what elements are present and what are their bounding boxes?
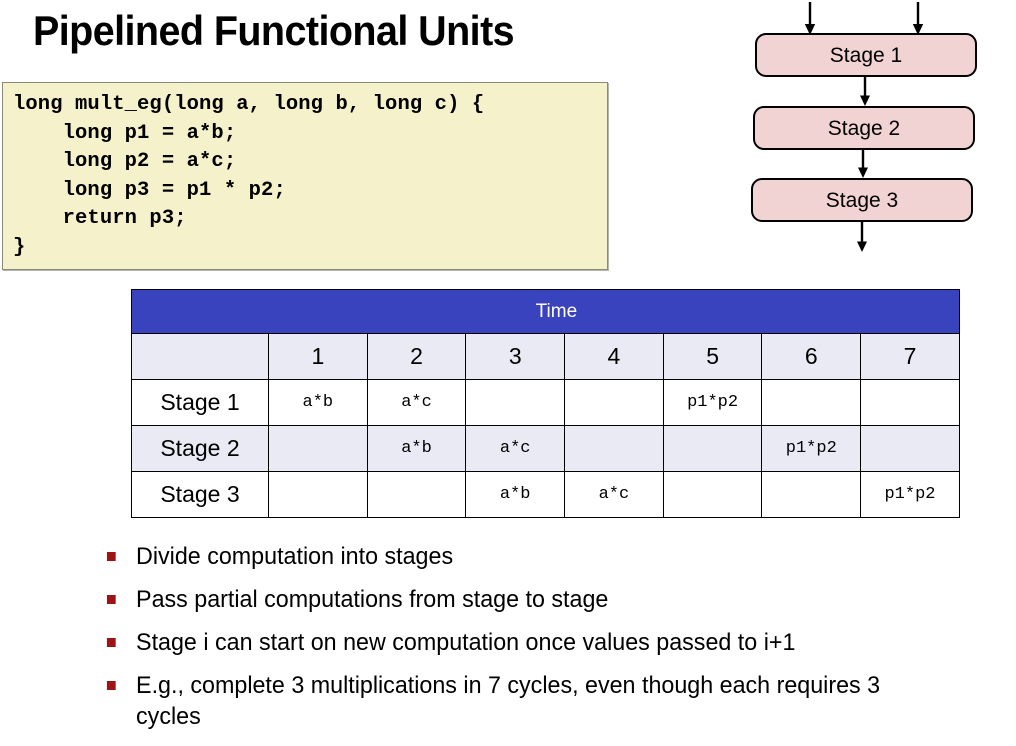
table-cell-r2c3: a*c bbox=[465, 425, 566, 472]
list-item-text: Pass partial computations from stage to … bbox=[136, 586, 609, 613]
table-col-header-3: 3 bbox=[465, 333, 566, 380]
table-column-number-row: 1 2 3 4 5 6 7 bbox=[131, 333, 960, 380]
table-header-row: Time bbox=[131, 289, 960, 334]
table-cell-r1c7 bbox=[860, 379, 960, 426]
list-item-text: Stage i can start on new computation onc… bbox=[136, 629, 796, 656]
table-row-label-stage-2: Stage 2 bbox=[131, 425, 269, 472]
table-cell-r1c5: p1*p2 bbox=[662, 379, 763, 426]
table-cell-r1c2: a*c bbox=[366, 379, 467, 426]
table-col-header-2: 2 bbox=[366, 333, 467, 380]
table-cell-r2c2: a*b bbox=[366, 425, 467, 472]
table-cell-r2c4 bbox=[564, 425, 664, 472]
table-cell-r3c7: p1*p2 bbox=[860, 471, 960, 518]
list-item: Stage i can start on new computation onc… bbox=[105, 627, 920, 658]
bullet-square-icon bbox=[106, 595, 116, 604]
table-row-label-stage-3: Stage 3 bbox=[131, 471, 269, 518]
table-corner-cell bbox=[131, 333, 269, 380]
table-row: Stage 1 a*b a*c p1*p2 bbox=[131, 379, 960, 426]
output-arrow-icon bbox=[857, 221, 867, 252]
arrow-stage1-to-stage2-icon bbox=[860, 77, 870, 106]
list-item: E.g., complete 3 multiplications in 7 cy… bbox=[105, 670, 920, 732]
list-item-text: E.g., complete 3 multiplications in 7 cy… bbox=[136, 672, 881, 730]
table-cell-r1c1: a*b bbox=[268, 379, 368, 426]
table-cell-r3c5 bbox=[662, 471, 763, 518]
table-header-time-label: Time bbox=[131, 289, 960, 334]
table-cell-r3c1 bbox=[268, 471, 368, 518]
bullet-square-icon bbox=[106, 681, 116, 690]
table-row-label-stage-1: Stage 1 bbox=[131, 379, 269, 426]
stage-box-2-label: Stage 2 bbox=[827, 116, 901, 140]
pipeline-stage-diagram: Stage 1 Stage 2 Stage 3 bbox=[740, 0, 1016, 262]
table-cell-r3c4: a*c bbox=[564, 471, 664, 518]
stage-box-2[interactable]: Stage 2 bbox=[753, 106, 975, 150]
table-cell-r1c4 bbox=[564, 379, 664, 426]
stage-box-3[interactable]: Stage 3 bbox=[751, 178, 973, 222]
table-col-header-1: 1 bbox=[268, 333, 368, 380]
page-title: Pipelined Functional Units bbox=[33, 7, 515, 54]
table-cell-r3c6 bbox=[761, 471, 862, 518]
table-cell-r2c6: p1*p2 bbox=[761, 425, 862, 472]
input-arrow-right-icon bbox=[912, 2, 924, 35]
bullet-square-icon bbox=[106, 552, 116, 561]
table-col-header-7: 7 bbox=[860, 333, 960, 380]
stage-box-3-label: Stage 3 bbox=[825, 188, 899, 212]
table-row: Stage 3 a*b a*c p1*p2 bbox=[131, 471, 960, 518]
arrow-stage2-to-stage3-icon bbox=[858, 150, 868, 178]
stage-box-1[interactable]: Stage 1 bbox=[755, 33, 977, 77]
stage-box-1-label: Stage 1 bbox=[829, 43, 903, 67]
code-snippet-box: long mult_eg(long a, long b, long c) { l… bbox=[2, 82, 608, 270]
table-col-header-5: 5 bbox=[662, 333, 763, 380]
table-col-header-6: 6 bbox=[761, 333, 862, 380]
code-snippet-text: long mult_eg(long a, long b, long c) { l… bbox=[13, 93, 485, 259]
list-item-text: Divide computation into stages bbox=[136, 543, 454, 570]
table-cell-r3c3: a*b bbox=[465, 471, 566, 518]
table-row: Stage 2 a*b a*c p1*p2 bbox=[131, 425, 960, 472]
list-item: Divide computation into stages bbox=[105, 541, 920, 572]
table-cell-r1c3 bbox=[465, 379, 566, 426]
table-cell-r2c7 bbox=[860, 425, 960, 472]
table-cell-r3c2 bbox=[366, 471, 467, 518]
bullet-list: Divide computation into stages Pass part… bbox=[105, 541, 945, 744]
table-cell-r1c6 bbox=[761, 379, 862, 426]
input-arrow-left-icon bbox=[804, 2, 816, 35]
bullet-square-icon bbox=[106, 638, 116, 647]
list-item: Pass partial computations from stage to … bbox=[105, 584, 920, 615]
table-cell-r2c1 bbox=[268, 425, 368, 472]
table-col-header-4: 4 bbox=[564, 333, 664, 380]
table-cell-r2c5 bbox=[662, 425, 763, 472]
pipeline-timing-table: Time 1 2 3 4 5 6 7 Stage 1 a*b a*c p1*p2… bbox=[131, 289, 960, 518]
